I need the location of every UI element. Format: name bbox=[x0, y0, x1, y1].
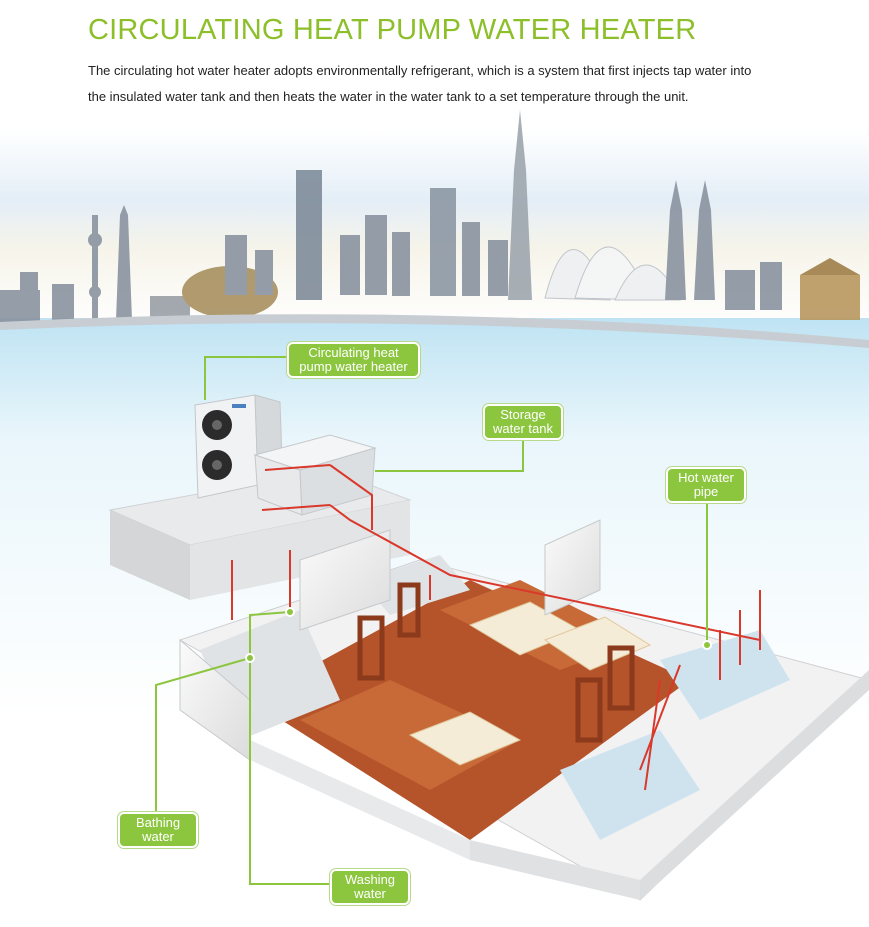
callout-heat-pump-line1: Circulating heat bbox=[308, 345, 399, 360]
callout-hot-water-pipe-line1: Hot water bbox=[678, 470, 734, 485]
leader-lines bbox=[155, 356, 708, 885]
callout-storage-tank-line1: Storage bbox=[500, 407, 546, 422]
callout-washing-water-line2: water bbox=[354, 886, 386, 901]
page-title: CIRCULATING HEAT PUMP WATER HEATER bbox=[88, 14, 697, 46]
callout-bathing-water: Bathing water bbox=[118, 812, 198, 848]
shoreline bbox=[0, 314, 869, 348]
callout-washing-water: Washing water bbox=[330, 869, 410, 905]
page-description: The circulating hot water heater adopts … bbox=[88, 63, 752, 104]
city-skyline bbox=[0, 110, 860, 322]
callout-storage-tank-line2: water tank bbox=[493, 421, 553, 436]
callout-storage-tank: Storage water tank bbox=[483, 404, 563, 440]
hot-water-pipes bbox=[231, 464, 761, 791]
callout-bathing-water-line2: water bbox=[142, 829, 174, 844]
callout-washing-water-line1: Washing bbox=[344, 872, 396, 887]
callout-heat-pump-line2: pump water heater bbox=[299, 359, 408, 374]
storage-tank bbox=[253, 434, 377, 516]
leader-dots bbox=[245, 607, 712, 663]
callout-heat-pump: Circulating heat pump water heater bbox=[287, 342, 420, 378]
callout-bathing-water-line1: Bathing bbox=[135, 815, 181, 830]
callout-hot-water-pipe-line2: pipe bbox=[693, 484, 719, 499]
callout-hot-water-pipe: Hot water pipe bbox=[666, 467, 746, 503]
floor-plan bbox=[178, 519, 869, 901]
